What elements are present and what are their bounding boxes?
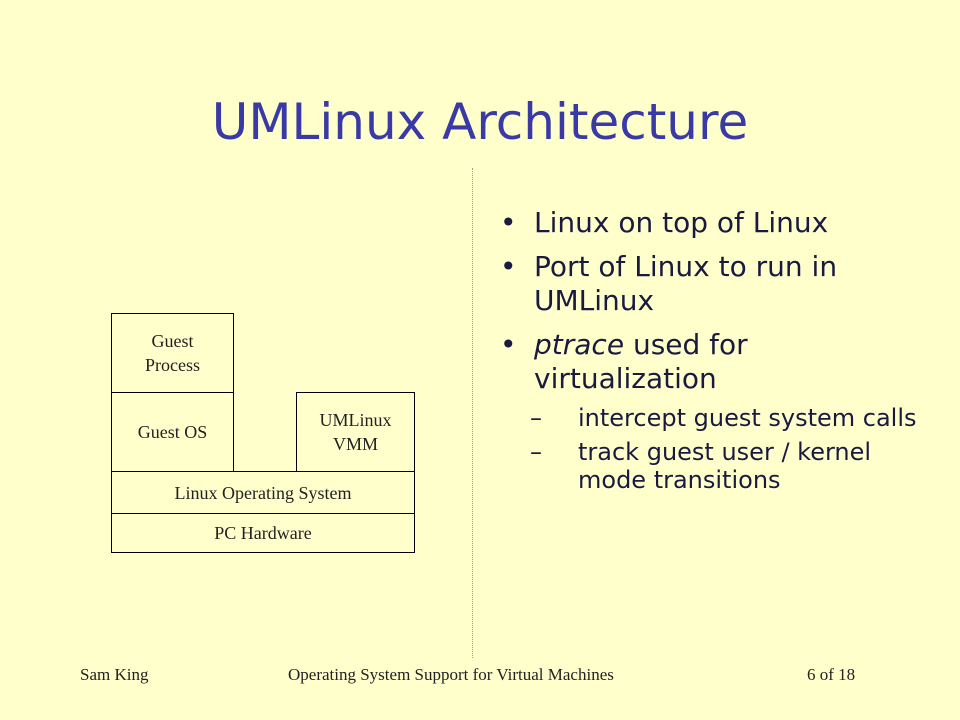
sub-bullet-text: intercept guest system calls bbox=[578, 404, 917, 432]
bullet-item: • ptrace used for virtualization bbox=[500, 328, 920, 396]
pc-hardware-box: PC Hardware bbox=[111, 513, 415, 553]
sub-bullet-item: – intercept guest system calls bbox=[500, 404, 920, 432]
sub-bullet-item: – track guest user / kernel mode transit… bbox=[500, 438, 920, 494]
umlinux-vmm-box: UMLinux VMM bbox=[296, 392, 415, 472]
linux-os-label: Linux Operating System bbox=[174, 482, 352, 503]
bullet-icon: • bbox=[500, 250, 517, 283]
bullet-icon: • bbox=[500, 206, 517, 239]
bullet-text: Linux on top of Linux bbox=[534, 206, 829, 239]
pc-hardware-label: PC Hardware bbox=[214, 523, 312, 543]
sub-bullet-text: track guest user / kernel mode transitio… bbox=[578, 438, 872, 494]
bullet-item: • Linux on top of Linux bbox=[500, 206, 920, 240]
guest-process-box: Guest Process bbox=[111, 313, 234, 393]
guest-process-label: Guest Process bbox=[145, 331, 200, 375]
dash-icon: – bbox=[530, 404, 542, 432]
footer-page-number: 6 of 18 bbox=[807, 665, 856, 684]
column-divider bbox=[472, 168, 473, 658]
bullet-icon: • bbox=[500, 328, 517, 361]
guest-os-label: Guest OS bbox=[137, 422, 208, 442]
bullet-list: • Linux on top of Linux • Port of Linux … bbox=[500, 206, 920, 500]
footer-title: Operating System Support for Virtual Mac… bbox=[288, 665, 614, 684]
linux-os-box: Linux Operating System bbox=[111, 471, 415, 514]
bullet-text: used for virtualization bbox=[534, 328, 748, 395]
guest-os-box: Guest OS bbox=[111, 392, 234, 472]
slide-title: UMLinux Architecture bbox=[211, 93, 749, 151]
dash-icon: – bbox=[530, 438, 542, 466]
footer-author: Sam King bbox=[80, 665, 149, 684]
umlinux-vmm-label: UMLinux VMM bbox=[319, 410, 392, 454]
bullet-text: Port of Linux to run in UMLinux bbox=[534, 250, 838, 317]
bullet-item: • Port of Linux to run in UMLinux bbox=[500, 250, 920, 318]
bullet-emphasis: ptrace bbox=[534, 328, 625, 361]
